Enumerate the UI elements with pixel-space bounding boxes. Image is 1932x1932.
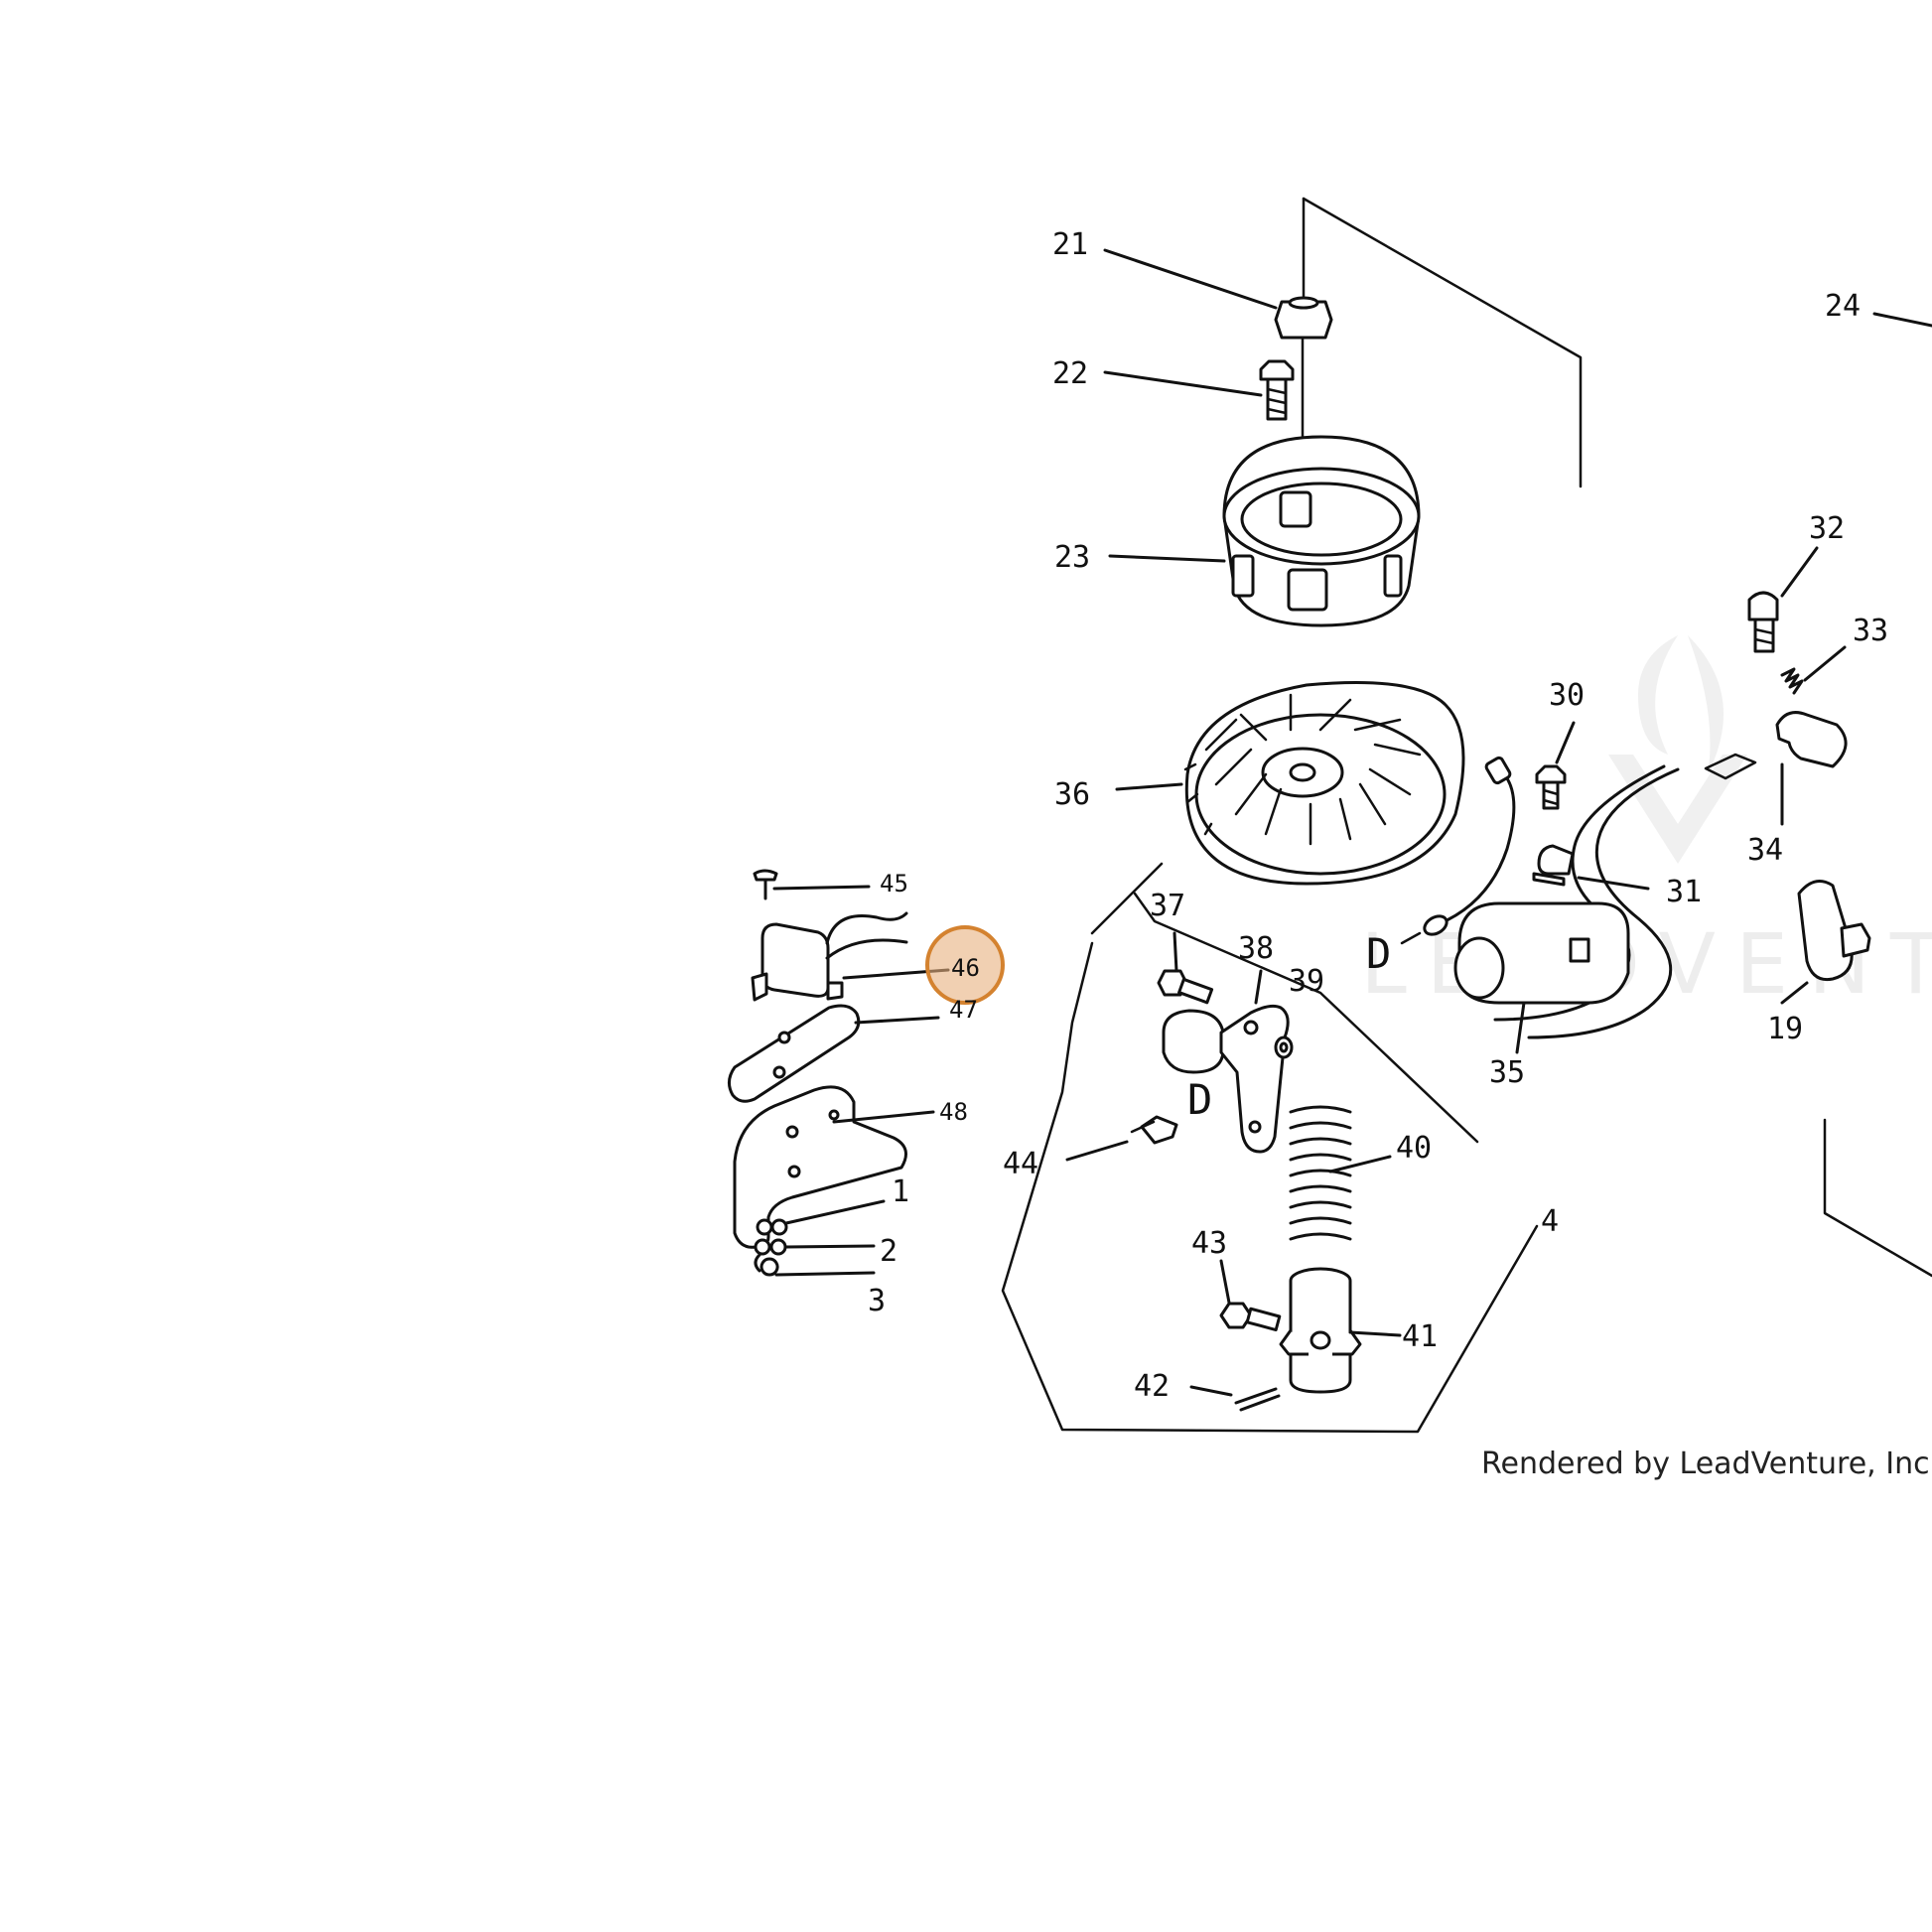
part-wire — [1400, 756, 1516, 945]
label-47: 47 — [949, 996, 978, 1024]
credit-text: Rendered by LeadVenture, Inc. — [1481, 1447, 1932, 1481]
label-40: 40 — [1396, 1131, 1432, 1166]
label-39: 39 — [1289, 964, 1324, 999]
label-23: 23 — [1054, 540, 1090, 575]
label-33: 33 — [1853, 614, 1888, 648]
label-22: 22 — [1052, 356, 1088, 391]
label-32: 32 — [1809, 511, 1845, 546]
label-43: 43 — [1191, 1226, 1227, 1261]
label-35: 35 — [1489, 1055, 1525, 1090]
part-37-bolt[interactable] — [1157, 931, 1214, 1005]
label-30: 30 — [1549, 678, 1585, 713]
part-23-starter-cup[interactable] — [1108, 336, 1421, 627]
part-34-plug-cap[interactable] — [1704, 711, 1848, 826]
frame-lines — [1001, 197, 1932, 1434]
label-24: 24 — [1825, 289, 1861, 324]
part-36-flywheel[interactable] — [1115, 681, 1465, 886]
label-3: 3 — [868, 1284, 886, 1318]
part-30-bolt[interactable] — [1535, 721, 1576, 810]
part-47-gasket[interactable] — [728, 1004, 940, 1103]
label-19: 19 — [1767, 1012, 1803, 1046]
callout-labels: 21 22 23 24 32 33 30 36 34 31 19 35 37 3… — [868, 227, 1888, 1404]
part-35-ignition-coil[interactable] — [1453, 764, 1680, 1054]
label-37: 37 — [1150, 889, 1185, 923]
label-42: 42 — [1134, 1369, 1170, 1404]
part-38-governor-arm[interactable] — [1162, 969, 1290, 1154]
part-24-leader — [1872, 312, 1932, 328]
label-46: 46 — [951, 954, 980, 982]
label-44: 44 — [1003, 1147, 1038, 1181]
part-46-ignition-module[interactable] — [751, 911, 950, 1002]
part-41-shaft-holder[interactable] — [1279, 1267, 1402, 1394]
part-1-2-3-fasteners[interactable] — [754, 1199, 886, 1277]
label-48: 48 — [939, 1098, 968, 1126]
label-45: 45 — [880, 870, 908, 897]
part-43-bolt[interactable] — [1219, 1259, 1282, 1332]
label-1: 1 — [892, 1174, 909, 1209]
part-39-washer[interactable] — [1274, 1035, 1294, 1059]
highlight-marker — [925, 925, 1005, 1005]
part-40-spring[interactable] — [1289, 1105, 1392, 1241]
label-21: 21 — [1052, 227, 1088, 262]
part-33-spring[interactable] — [1780, 645, 1847, 695]
part-48-bracket[interactable] — [733, 1085, 935, 1249]
label-4: 4 — [1541, 1204, 1559, 1239]
part-44-pin[interactable] — [1065, 1115, 1178, 1162]
part-45-screw[interactable] — [753, 869, 871, 900]
part-42-pin[interactable] — [1189, 1385, 1281, 1412]
label-2: 2 — [880, 1234, 897, 1269]
label-41: 41 — [1402, 1319, 1438, 1354]
connector-label-d-right: D — [1366, 929, 1391, 978]
part-31-clip[interactable] — [1532, 844, 1650, 891]
part-19-handle[interactable] — [1780, 880, 1871, 1005]
connector-label-d-left: D — [1187, 1075, 1212, 1124]
part-21-nut[interactable] — [1103, 197, 1333, 340]
label-31: 31 — [1666, 875, 1702, 909]
label-36: 36 — [1054, 777, 1090, 812]
part-32-spark-plug[interactable] — [1747, 546, 1819, 653]
label-34: 34 — [1747, 833, 1783, 868]
label-38: 38 — [1238, 931, 1274, 966]
part-22-bolt[interactable] — [1103, 359, 1295, 421]
